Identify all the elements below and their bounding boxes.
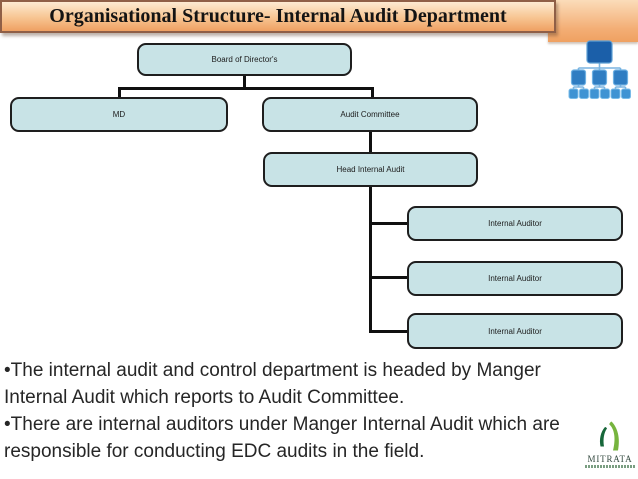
org-node-label: MD bbox=[112, 110, 126, 119]
mitrata-logo-icon bbox=[599, 421, 619, 451]
bullet-item: •There are internal auditors under Mange… bbox=[4, 414, 560, 462]
org-node-audit-committee: Audit Committee bbox=[262, 97, 478, 132]
mitrata-logo-text: MITRATA bbox=[587, 454, 633, 464]
bullet-marker: • bbox=[4, 360, 11, 381]
org-node-head-internal-audit: Head Internal Audit bbox=[263, 152, 478, 187]
org-node-internal-auditor-2: Internal Auditor bbox=[407, 261, 623, 296]
org-node-label: Internal Auditor bbox=[488, 219, 542, 228]
connector-line bbox=[369, 330, 408, 333]
org-node-internal-auditor-1: Internal Auditor bbox=[407, 206, 623, 241]
hierarchy-icon bbox=[568, 40, 632, 100]
title-bar: Organisational Structure- Internal Audit… bbox=[0, 0, 556, 33]
connector-line bbox=[369, 222, 408, 225]
connector-line bbox=[369, 131, 372, 153]
notes-text: •The internal audit and control departme… bbox=[4, 357, 604, 465]
org-node-label: Internal Auditor bbox=[488, 274, 542, 283]
org-node-label: Board of Director's bbox=[211, 55, 278, 64]
connector-line bbox=[369, 186, 372, 333]
org-node-label: Head Internal Audit bbox=[336, 165, 405, 174]
mitrata-logo: MITRATA bbox=[582, 420, 638, 468]
page-title: Organisational Structure- Internal Audit… bbox=[49, 5, 507, 27]
org-node-md: MD bbox=[10, 97, 228, 132]
connector-line bbox=[369, 276, 408, 279]
org-node-board: Board of Director's bbox=[137, 43, 352, 76]
connector-line bbox=[118, 87, 374, 90]
connector-line bbox=[243, 76, 246, 89]
org-node-label: Audit Committee bbox=[340, 110, 400, 119]
connector-line bbox=[118, 87, 121, 98]
org-node-label: Internal Auditor bbox=[488, 326, 542, 336]
org-node-internal-auditor-3: Internal Auditor bbox=[407, 313, 623, 349]
bullet-item: •The internal audit and control departme… bbox=[4, 360, 541, 408]
title-banner-right bbox=[548, 0, 638, 42]
mitrata-logo-tagline bbox=[585, 465, 635, 468]
connector-line bbox=[371, 87, 374, 98]
bullet-marker: • bbox=[4, 414, 11, 435]
